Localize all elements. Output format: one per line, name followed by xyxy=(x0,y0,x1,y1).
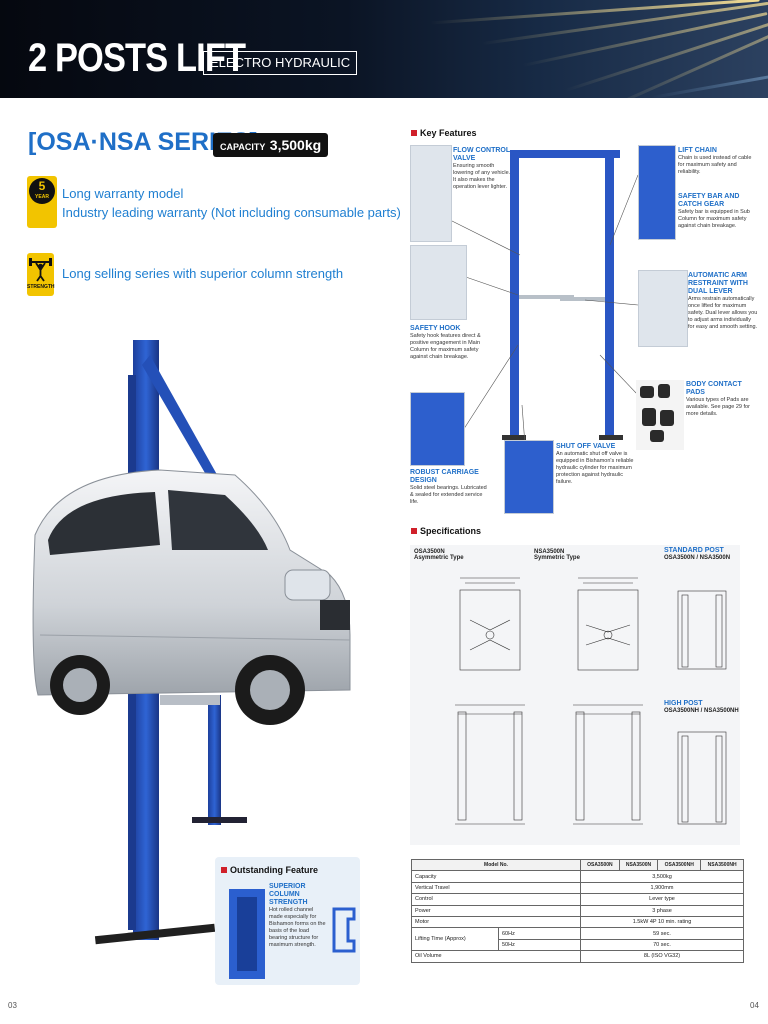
high-post-label: HIGH POST OSA3500NH / NSA3500NH xyxy=(664,700,739,714)
high-post-drawing xyxy=(677,731,727,825)
body-contact-pads-image xyxy=(636,380,684,450)
callout-safety-hook: SAFETY HOOK Safety hook features direct … xyxy=(410,325,481,360)
header-banner xyxy=(0,0,768,98)
table-row: 50Hz 70 sec. xyxy=(412,938,744,952)
capacity-value: 3,500kg xyxy=(269,137,322,153)
outstanding-heading: Outstanding Feature xyxy=(221,865,318,875)
table-row: Oil Volume 8L (ISO VG32) xyxy=(411,950,744,963)
channel-profile-icon xyxy=(332,907,356,953)
callout-safety-bar: SAFETY BAR AND CATCH GEAR Safety bar is … xyxy=(678,193,750,229)
standard-post-label: STANDARD POST OSA3500N / NSA3500N xyxy=(664,547,731,561)
specifications-heading: Specifications xyxy=(411,526,481,536)
sym-type-label: NSA3500N Symmetric Type xyxy=(534,549,580,561)
outstanding-title: SUPERIOR COLUMN STRENGTH xyxy=(269,883,308,906)
table-header-cell: NSA3500N xyxy=(618,858,659,872)
table-header-cell: OSA3500NH xyxy=(657,858,702,872)
spec-table: Model No. OSA3500N NSA3500N OSA3500NH NS… xyxy=(411,858,744,963)
asym-type-label: OSA3500N Asymmetric Type xyxy=(414,549,464,561)
flow-control-valve-image xyxy=(410,145,452,242)
standard-post-drawing xyxy=(677,590,727,670)
weightlifter-icon xyxy=(29,258,52,282)
page-number-left: 03 xyxy=(8,1001,17,1010)
subtitle-box: ELECTRO HYDRAULIC xyxy=(203,51,358,75)
callout-body-contact-pads: BODY CONTACT PADS Various types of Pads … xyxy=(686,381,750,417)
capacity-label: CAPACITY xyxy=(220,142,266,152)
table-header-cell: OSA3500N xyxy=(580,858,620,872)
table-row: Capacity 3,500kg xyxy=(411,870,744,883)
table-header-cell: Model No. xyxy=(411,858,581,872)
table-header-cell: NSA3500NH xyxy=(700,858,744,872)
table-row: Control Lever type xyxy=(411,893,744,906)
warranty-badge: 5 YEAR xyxy=(27,176,57,228)
callout-lines xyxy=(439,174,639,446)
table-row: Power 3 phase xyxy=(411,904,744,917)
sym-front-view-drawing xyxy=(573,704,643,825)
lift-with-van-illustration xyxy=(32,340,351,945)
page-number-right: 04 xyxy=(750,1001,759,1010)
callout-arm-restraint: AUTOMATIC ARM RESTRAINT WITH DUAL LEVER … xyxy=(688,272,758,330)
outstanding-text: Hot rolled channel made especially for B… xyxy=(269,907,326,948)
asym-top-view-drawing xyxy=(459,577,521,671)
carriage-image xyxy=(410,392,465,466)
two-post-lift-diagram xyxy=(502,150,623,440)
callout-flow-control-valve: FLOW CONTROL VALVE Ensuring smooth lower… xyxy=(453,147,511,190)
sym-top-view-drawing xyxy=(577,577,639,671)
column-section-image xyxy=(229,889,265,979)
arm-restraint-image xyxy=(638,270,688,347)
page-title: 2 POSTS LIFT xyxy=(28,36,246,80)
callout-shut-off-valve: SHUT OFF VALVE An automatic shut off val… xyxy=(556,443,634,485)
outstanding-feature-box: Outstanding Feature SUPERIOR COLUMN STRE… xyxy=(215,857,360,985)
callout-lift-chain: LIFT CHAIN Chain is used instead of cabl… xyxy=(678,147,752,175)
asym-front-view-drawing xyxy=(455,704,525,825)
table-row: Vertical Travel 1,900mm xyxy=(411,881,744,895)
warranty-years-icon: 5 YEAR xyxy=(29,178,55,204)
table-row: Motor 1.5kW 4P 10 min. rating xyxy=(411,915,744,929)
capacity-badge: CAPACITY 3,500kg xyxy=(213,133,329,157)
callout-robust-carriage: ROBUST CARRIAGE DESIGN Solid steel beari… xyxy=(410,469,487,505)
key-features-heading: Key Features xyxy=(411,128,477,138)
safety-hook-image xyxy=(410,245,467,320)
shut-off-valve-image xyxy=(504,440,554,514)
feature-strength: Long selling series with superior column… xyxy=(62,266,344,281)
table-header-row: Model No. OSA3500N NSA3500N OSA3500NH NS… xyxy=(411,858,744,872)
lift-chain-image xyxy=(638,145,676,240)
strength-badge: STRENGTH xyxy=(27,253,55,296)
feature-warranty: Long warranty model Industry leading war… xyxy=(62,186,401,220)
table-row: Lifting Time (Approx) 60Hz 59 sec. xyxy=(411,927,744,952)
